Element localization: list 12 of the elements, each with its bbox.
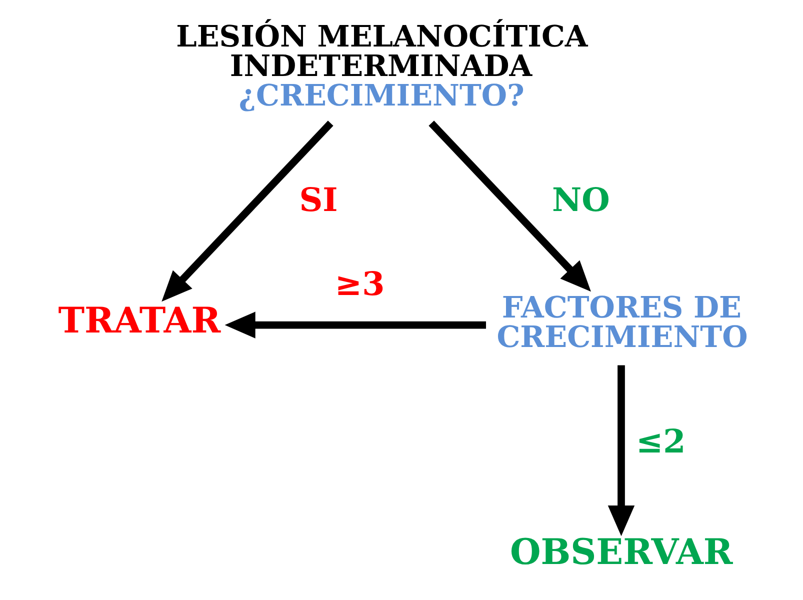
node-text: OBSERVAR [509,532,732,574]
edge-label: ≥3 [334,264,384,303]
arrow [428,120,590,292]
arrow [607,365,634,536]
edge-label: NO [551,180,610,219]
edge-label: ≤2 [635,422,686,461]
node-text: FACTORES DE CRECIMIENTO [496,290,748,354]
arrow [224,312,486,338]
node-text: TRATAR [58,300,220,342]
arrow [161,120,333,302]
edge-label: SI [298,180,338,219]
node-text: LESIÓN MELANOCÍTICA INDETERMINADA ¿CRECIMIENTO? [176,18,588,112]
